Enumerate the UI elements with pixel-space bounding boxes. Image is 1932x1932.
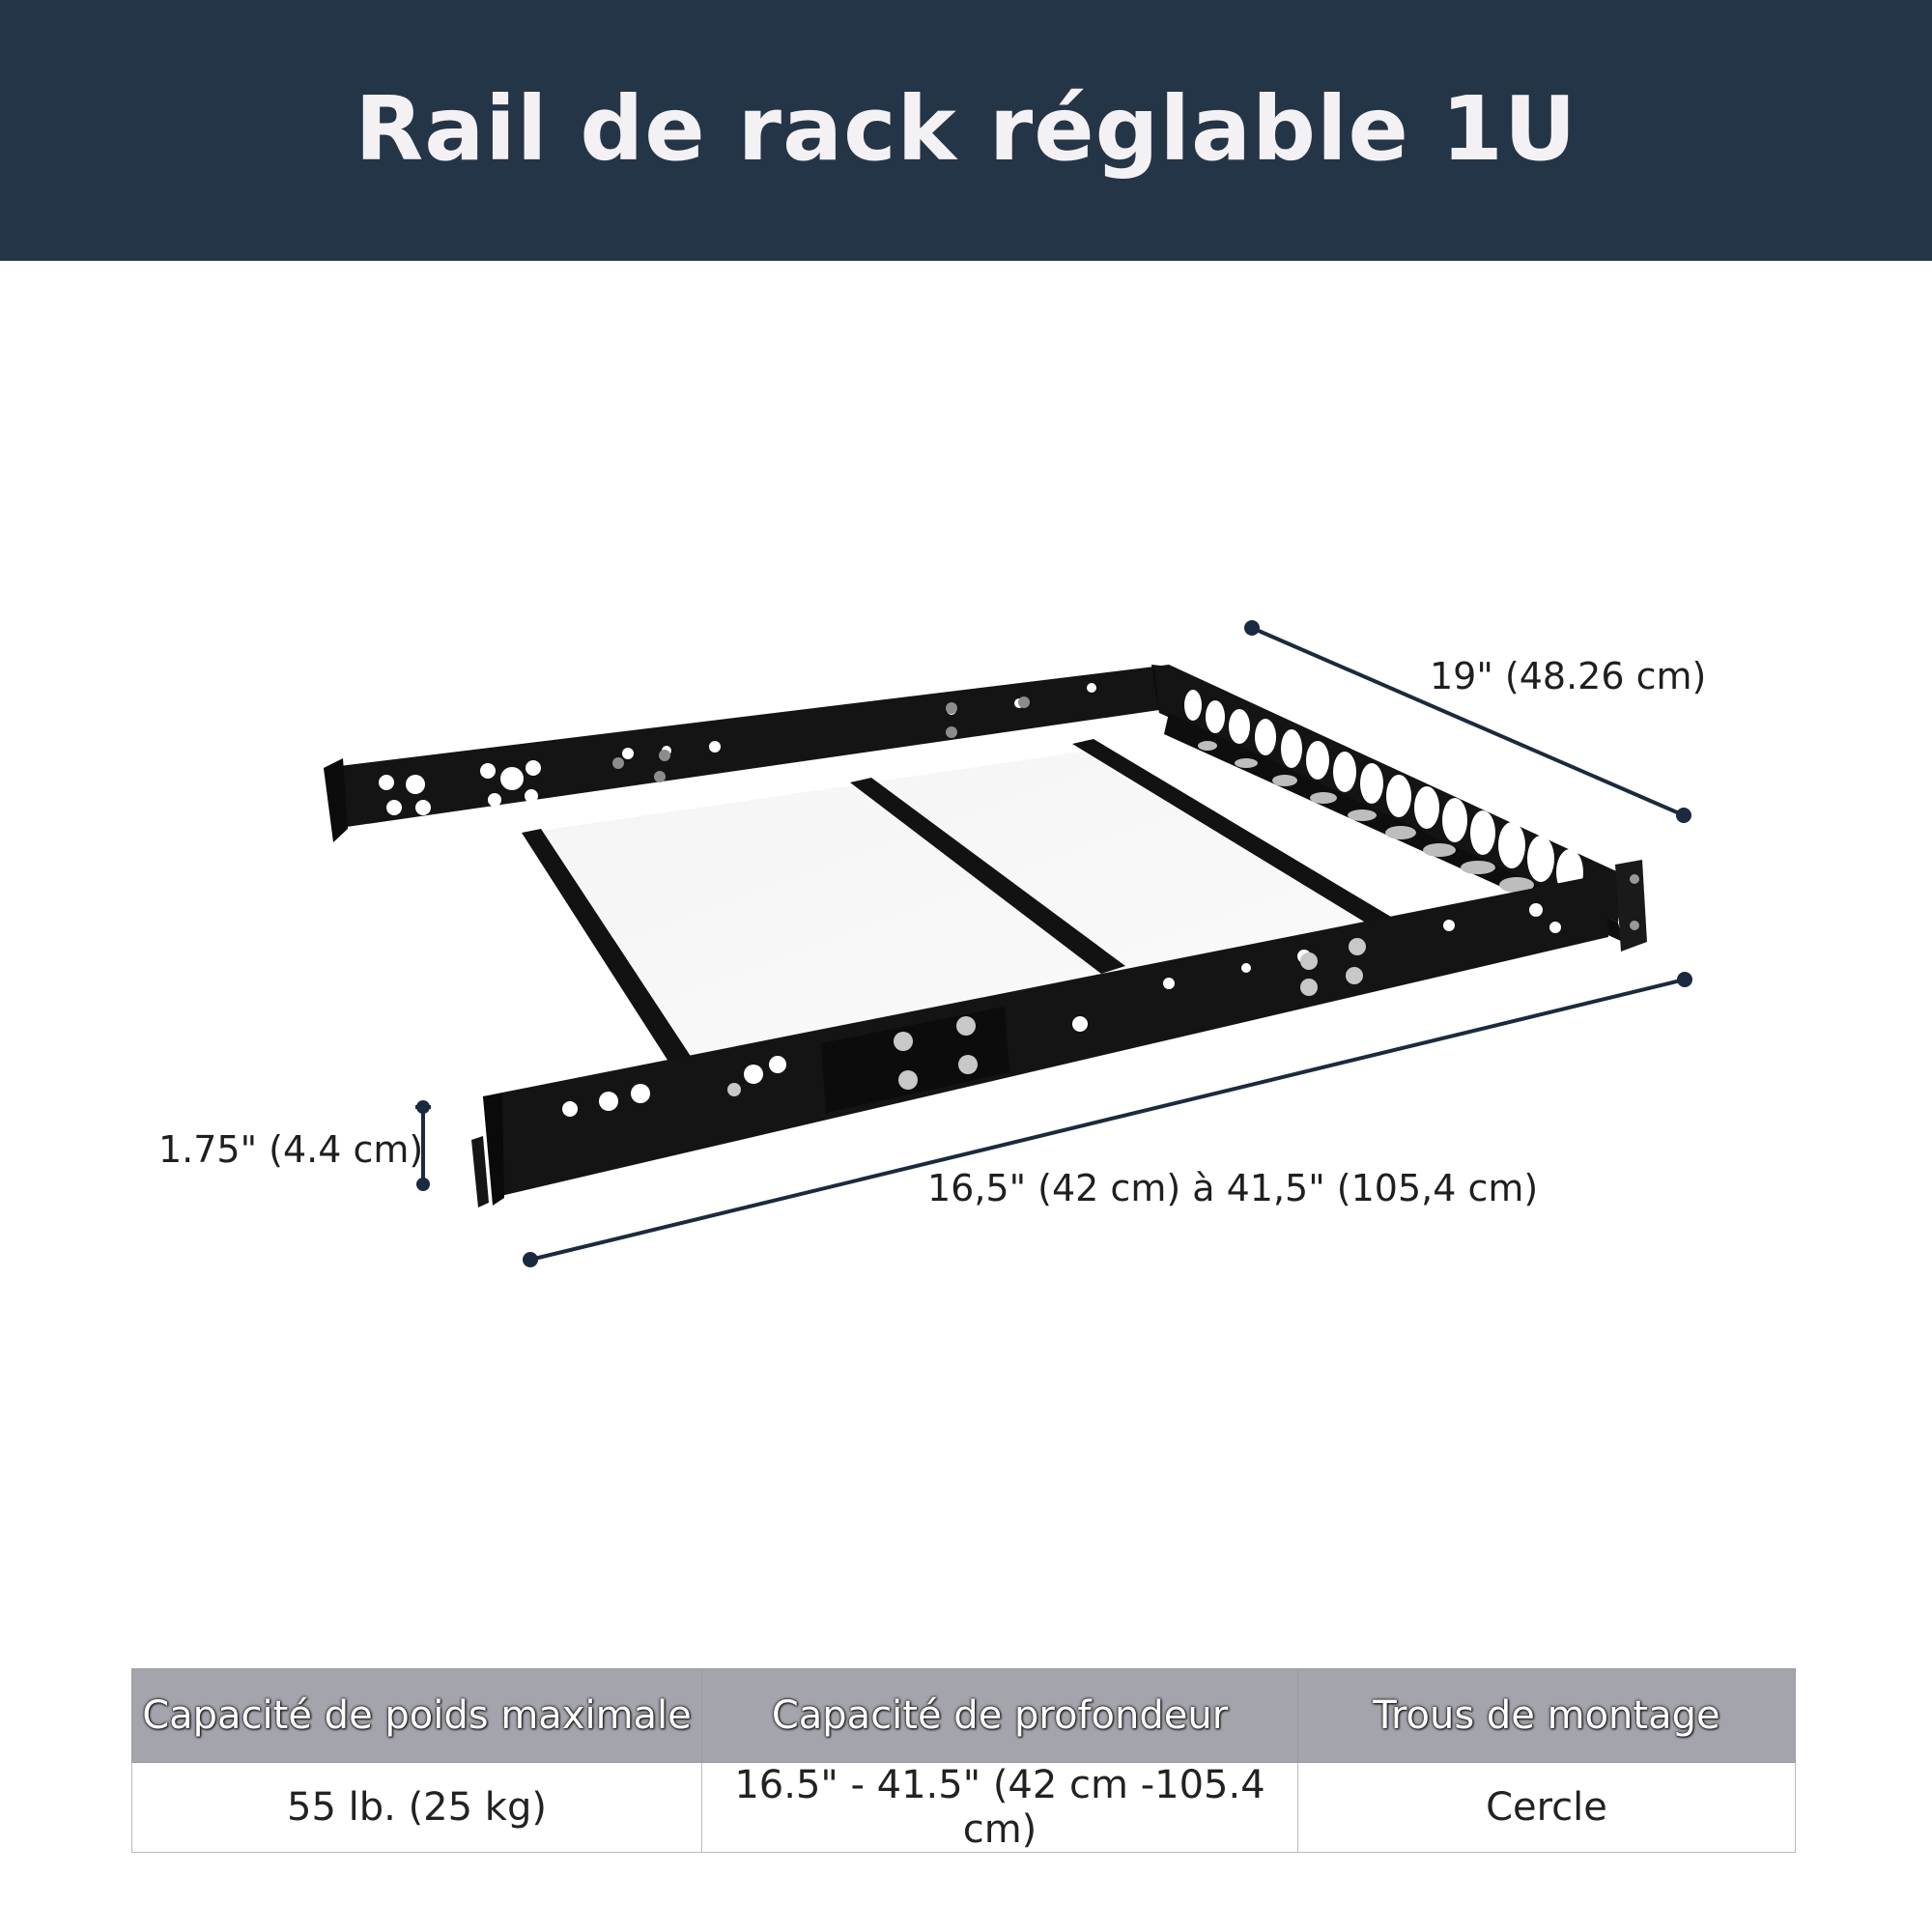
page-title: Rail de rack réglable 1U bbox=[355, 76, 1577, 181]
specs-header-row: Capacité de poids maximale Capacité de p… bbox=[131, 1668, 1796, 1763]
front-rail bbox=[471, 874, 1608, 1208]
product-illustration: 19" (48.26 cm) 1.75" (4.4 cm) 16,5" (42 … bbox=[0, 261, 1932, 1613]
width-dimension-line bbox=[1251, 626, 1685, 817]
side-rail bbox=[1154, 665, 1647, 952]
dimension-lines bbox=[415, 620, 1692, 1267]
cell-depth-capacity: 16.5" - 41.5" (42 cm -105.4 cm) bbox=[701, 1762, 1298, 1853]
height-dimension-label: 1.75" (4.4 cm) bbox=[158, 1128, 424, 1171]
header-depth-capacity: Capacité de profondeur bbox=[701, 1668, 1298, 1763]
rack-rail-drawing bbox=[324, 620, 1692, 1267]
cross-bars bbox=[522, 739, 1406, 1065]
depth-dimension-label: 16,5" (42 cm) à 41,5" (105,4 cm) bbox=[927, 1167, 1539, 1209]
width-dimension-label: 19" (48.26 cm) bbox=[1430, 655, 1707, 697]
table-row: 55 lb. (25 kg) 16.5" - 41.5" (42 cm -105… bbox=[131, 1762, 1796, 1853]
cell-weight-capacity: 55 lb. (25 kg) bbox=[131, 1762, 702, 1853]
cell-mounting-holes: Cercle bbox=[1297, 1762, 1796, 1853]
depth-dimension-line bbox=[529, 978, 1686, 1262]
header-mounting-holes: Trous de montage bbox=[1297, 1668, 1796, 1763]
header-banner: Rail de rack réglable 1U bbox=[0, 0, 1932, 261]
back-rail bbox=[324, 665, 1173, 842]
frame-interior bbox=[541, 749, 1401, 1063]
header-weight-capacity: Capacité de poids maximale bbox=[131, 1668, 702, 1763]
specs-table: Capacité de poids maximale Capacité de p… bbox=[131, 1668, 1796, 1853]
